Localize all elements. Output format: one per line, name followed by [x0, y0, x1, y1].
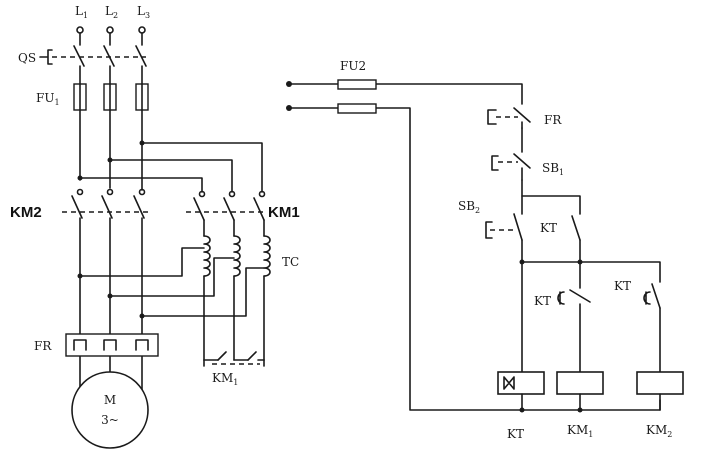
fr-contact-label: FR — [544, 113, 562, 127]
isolator-qs: QS — [18, 32, 147, 85]
motor-label-line1: M — [104, 393, 116, 407]
coil-label-km1: KM1 — [567, 423, 593, 439]
terminal-l2 — [106, 26, 114, 34]
kt-nc-label: KT — [534, 294, 551, 308]
contactor-km2: KM2 — [10, 188, 150, 393]
phase-label-l1: L1 — [75, 4, 88, 20]
star-contact-km1: KM1 — [203, 351, 265, 387]
fuse-fu2: FU2 — [337, 59, 377, 114]
coil-km1 — [556, 371, 604, 395]
fu2-label: FU2 — [340, 59, 366, 73]
star-contact-label: KM1 — [212, 371, 238, 387]
transformer-tc: TC — [77, 235, 299, 361]
thermal-relay-fr: FR — [487, 107, 562, 129]
fuse-label: FU1 — [36, 91, 60, 107]
start-branch: SB2 KT — [458, 179, 581, 263]
kt-no-label: KT — [614, 279, 631, 293]
stop-button-sb1: SB1 — [491, 127, 564, 181]
transformer-label: TC — [282, 255, 299, 269]
motor-label-line2: 3~ — [101, 413, 119, 427]
motor-circle — [71, 371, 149, 449]
km2-label: KM2 — [10, 204, 42, 221]
fuses-fu1: FU1 — [36, 83, 149, 111]
phase-label-l2: L2 — [105, 4, 118, 20]
coil-km2 — [636, 371, 684, 395]
km1-label: KM1 — [268, 204, 300, 221]
control-bus — [521, 261, 661, 283]
phase-label-l3: L3 — [137, 4, 150, 20]
isolator-label: QS — [18, 51, 36, 65]
control-circuit: FU2 FR SB1 SB2 — [286, 59, 684, 441]
phase-terminals: L1 L2 L3 — [75, 4, 150, 34]
kt-no-timed-contact: KT — [614, 279, 661, 373]
coils: KT KM1 KM2 — [497, 371, 684, 441]
contactor-km1: KM1 — [186, 190, 300, 237]
power-circuit: L1 L2 L3 QS FU1 — [10, 4, 300, 449]
coil-kt — [497, 371, 545, 395]
motor-m: M 3~ — [71, 371, 149, 449]
km1-feed-taps — [77, 140, 263, 193]
coil-label-km2: KM2 — [646, 423, 672, 439]
overload-fr: FR — [34, 333, 159, 357]
sb2-label: SB2 — [458, 199, 480, 215]
overload-label: FR — [34, 339, 52, 353]
terminal-l1 — [76, 26, 84, 34]
coil-label-kt: KT — [507, 427, 524, 441]
terminal-l3 — [138, 26, 146, 34]
kt-contact-label: KT — [540, 221, 557, 235]
sb1-label: SB1 — [542, 161, 564, 177]
bus-lines — [79, 109, 143, 191]
kt-nc-timed-contact: KT — [534, 261, 591, 373]
